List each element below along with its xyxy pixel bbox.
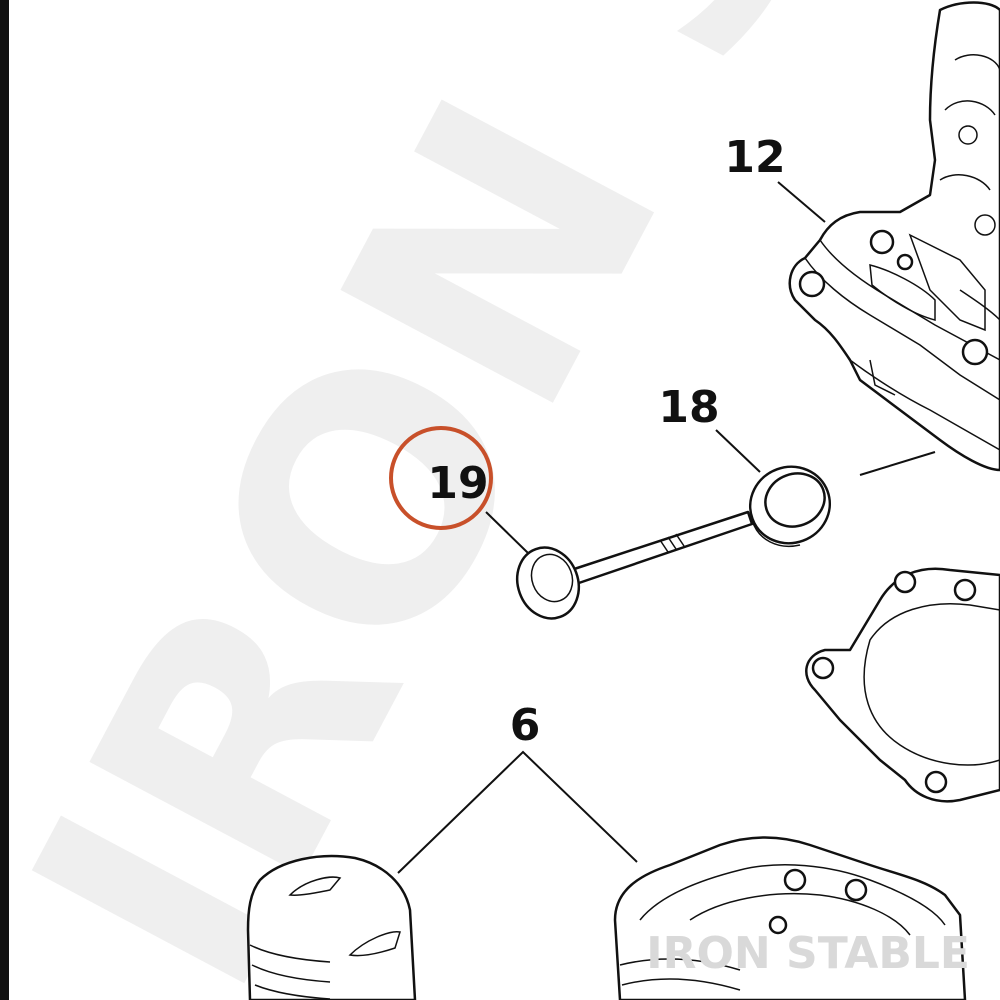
- leader-18: [715, 429, 761, 473]
- leader-lines: [397, 181, 826, 874]
- leader-6: [397, 750, 638, 874]
- callout-18: 18: [658, 382, 719, 433]
- callout-6: 6: [510, 700, 541, 751]
- part-cylinder-head: [788, 1, 1000, 472]
- leader-12: [777, 181, 826, 223]
- left-edge-bar: [0, 0, 9, 1000]
- callout-12: 12: [724, 132, 785, 183]
- highlight-circle-19: [389, 426, 493, 530]
- part-head-gasket: [805, 567, 1000, 803]
- leader-19: [485, 511, 529, 554]
- alignment-line: [859, 451, 936, 476]
- watermark-corner: IRON STABLE: [646, 928, 970, 979]
- part-valve: [515, 510, 754, 620]
- callout-19: 19: [427, 458, 488, 509]
- part-piston: [246, 854, 417, 1000]
- part-valve-seal: [748, 465, 832, 547]
- part-cylinder: [613, 836, 967, 1000]
